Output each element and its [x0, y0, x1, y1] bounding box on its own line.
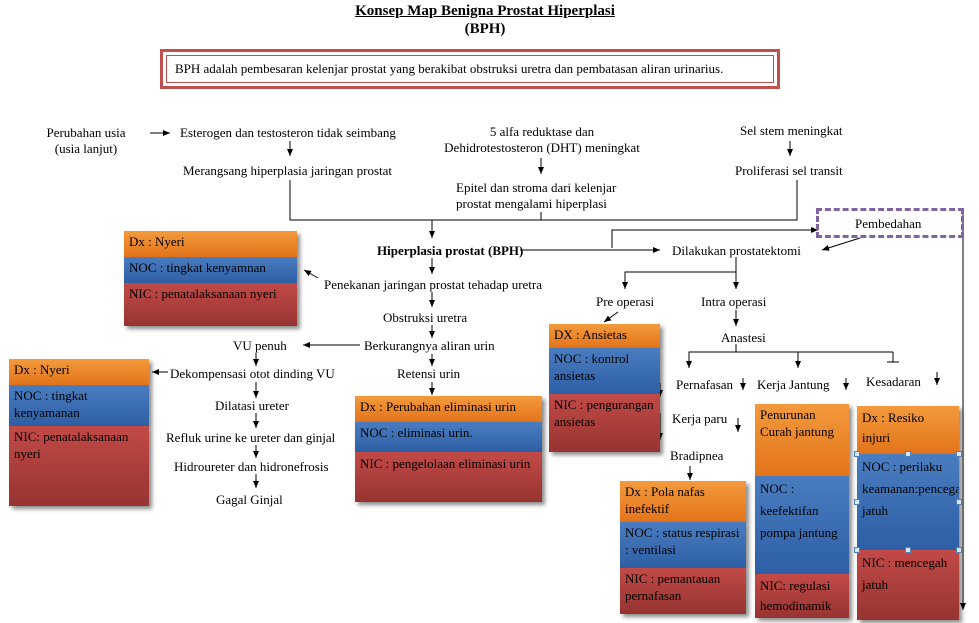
- elim-noc: NOC : eliminasi urin.: [355, 422, 542, 452]
- ureter-dilatation: Dilatasi ureter: [215, 398, 289, 413]
- injury-dx: Dx : Resiko injuri: [857, 406, 959, 454]
- stem-cell-increase: Sel stem meningkat: [740, 123, 843, 138]
- prostatectomy: Dilakukan prostatektomi: [672, 243, 801, 258]
- dht-line1: 5 alfa reduktase dan: [489, 124, 595, 139]
- bph-node: Hiperplasia prostat (BPH): [377, 243, 524, 258]
- selection-handle[interactable]: [854, 451, 860, 457]
- cell-proliferation: Proliferasi sel transit: [735, 163, 843, 178]
- cause-age: Perubahan usia (usia lanjut): [30, 125, 142, 157]
- elim-nic: NIC : pengelolaan eliminasi urin: [355, 452, 542, 502]
- selection-handle[interactable]: [905, 451, 911, 457]
- urethra-pressure: Penekanan jaringan prostat tehadap uretr…: [324, 277, 543, 292]
- consciousness-effect: Kesadaran: [866, 374, 921, 389]
- pembedahan-label: Pembedahan: [855, 216, 922, 231]
- hydronephrosis: Hidroureter dan hidronefrosis: [174, 459, 329, 474]
- pain2-nic: NIC: penatalaksanaan nyeri: [9, 426, 149, 506]
- pembedahan-box: [816, 208, 964, 238]
- hormone-imbalance: Esterogen dan testosteron tidak seimbang: [180, 125, 396, 140]
- breath-dx: Dx : Pola nafas inefektif: [620, 481, 746, 522]
- cardiac-nic: NIC: regulasi hemodinamik: [755, 574, 849, 618]
- selection-handle[interactable]: [956, 547, 962, 553]
- definition-box: BPH adalah pembesaran kelenjar prostat y…: [160, 49, 780, 89]
- cardiac-dx: Penurunan Curah jantung: [755, 404, 849, 476]
- vu-decompensation: Dekompensasi otot dinding VU: [170, 366, 335, 381]
- selection-handle[interactable]: [854, 547, 860, 553]
- cause-age-line1: Perubahan usia: [46, 125, 126, 140]
- injury-noc: NOC : perilaku keamanan:pencegahan jatuh: [857, 454, 959, 550]
- bradypnea: Bradipnea: [670, 448, 724, 463]
- pain1-nic: NIC : penatalaksanaan nyeri: [124, 283, 297, 326]
- dht-increase: 5 alfa reduktase dan Dehidrotestosteron …: [430, 124, 654, 156]
- heart-effect: Kerja Jantung: [757, 377, 830, 392]
- dht-line2: Dehidrotestosteron (DHT) meningkat: [444, 140, 640, 155]
- cause-age-line2: (usia lanjut): [54, 141, 118, 156]
- vu-full: VU penuh: [233, 338, 287, 353]
- cardiac-noc: NOC : keefektifan pompa jantung: [755, 476, 849, 574]
- anesthesia: Anastesi: [721, 330, 766, 345]
- breathing-effect: Pernafasan: [676, 377, 734, 392]
- anx-dx: DX : Ansietas: [549, 324, 660, 348]
- selection-handle[interactable]: [905, 547, 911, 553]
- selection-handle[interactable]: [854, 499, 860, 505]
- breath-noc: NOC : status respirasi : ventilasi: [620, 522, 746, 568]
- definition-text: BPH adalah pembesaran kelenjar prostat y…: [166, 55, 774, 83]
- elim-dx: Dx : Perubahan eliminasi urin: [355, 396, 542, 422]
- selection-handle[interactable]: [956, 451, 962, 457]
- page-title: Konsep Map Benigna Prostat Hiperplasi: [355, 3, 615, 19]
- pre-operation: Pre operasi: [596, 294, 655, 309]
- pain1-dx: Dx : Nyeri: [124, 231, 297, 257]
- anx-nic: NIC : pengurangan ansietas: [549, 394, 660, 452]
- epitel-line2: prostat mengalami hiperplasi: [456, 196, 607, 211]
- pain2-dx: Dx : Nyeri: [9, 359, 149, 385]
- urine-flow-reduced: Berkurangnya aliran urin: [364, 338, 495, 353]
- urine-reflux: Refluk urine ke ureter dan ginjal: [166, 430, 336, 445]
- lung-effect: Kerja paru: [672, 411, 728, 426]
- epitel-line1: Epitel dan stroma dari kelenjar: [456, 180, 617, 195]
- page-subtitle: (BPH): [464, 21, 506, 37]
- pain1-noc: NOC : tingkat kenyamnan: [124, 257, 297, 283]
- epitel-hyperplasia: Epitel dan stroma dari kelenjar prostat …: [456, 180, 616, 212]
- anx-noc: NOC : kontrol ansietas: [549, 348, 660, 394]
- urethra-obstruction: Obstruksi uretra: [383, 310, 468, 325]
- kidney-failure: Gagal Ginjal: [216, 492, 283, 507]
- stimulate-hyperplasia: Merangsang hiperplasia jaringan prostat: [183, 163, 393, 178]
- breath-nic: NIC : pemantauan pernafasan: [620, 568, 746, 614]
- pain2-noc: NOC : tingkat kenyamanan: [9, 385, 149, 426]
- urine-retention: Retensi urin: [397, 366, 461, 381]
- selection-handle[interactable]: [956, 499, 962, 505]
- injury-nic: NIC : mencegah jatuh: [857, 550, 959, 620]
- intra-operation: Intra operasi: [701, 294, 767, 309]
